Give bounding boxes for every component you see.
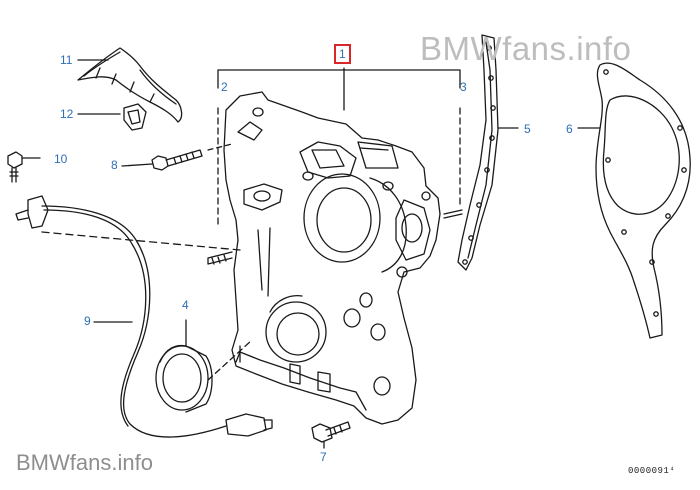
- group-bracket-line: [217, 67, 461, 229]
- drawing-number: 0000091⁴: [628, 466, 676, 476]
- callout-5[interactable]: 5: [524, 122, 531, 136]
- watermark-bottom: BMWfans.info: [16, 450, 153, 475]
- callout-12[interactable]: 12: [60, 107, 74, 121]
- part-5-gasket-narrow: [457, 34, 519, 271]
- part-6-gasket-large: [577, 62, 691, 339]
- watermark-top: BMWfans.info: [420, 30, 632, 67]
- callout-1-selected[interactable]: 1: [334, 44, 351, 64]
- part-1-timing-case-cover: [223, 91, 441, 425]
- part-8-bolt: [121, 143, 233, 171]
- callout-4[interactable]: 4: [182, 298, 189, 312]
- callout-11[interactable]: 11: [60, 53, 73, 67]
- callout-3[interactable]: 3: [460, 80, 467, 94]
- callout-9[interactable]: 9: [84, 314, 91, 328]
- studs: [207, 209, 463, 265]
- part-9-sensor-cable: [15, 195, 273, 438]
- callout-7[interactable]: 7: [320, 450, 327, 464]
- part-11-guide-rail: [77, 47, 183, 123]
- callout-6[interactable]: 6: [566, 122, 573, 136]
- part-4-shaft-seal: [155, 319, 253, 413]
- part-10-screw: [7, 151, 41, 183]
- callout-2[interactable]: 2: [221, 80, 228, 94]
- callout-10[interactable]: 10: [54, 152, 68, 166]
- callout-8[interactable]: 8: [111, 158, 118, 172]
- part-12-clip: [77, 103, 147, 131]
- part-7-bolt: [311, 421, 351, 449]
